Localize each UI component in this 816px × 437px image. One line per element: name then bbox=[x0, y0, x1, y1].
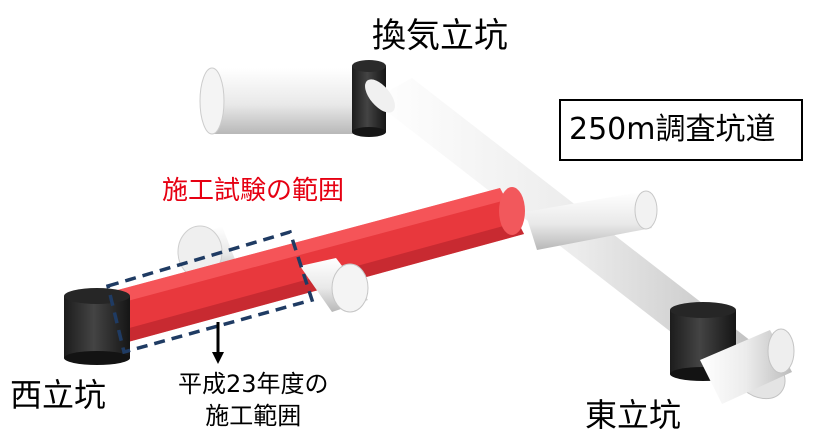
east-shaft-label: 東立坑 bbox=[585, 396, 682, 434]
east-shaft bbox=[670, 302, 795, 404]
fy23-scope-box bbox=[105, 229, 315, 355]
fy23-scope-label-line2: 施工範囲 bbox=[205, 402, 302, 430]
gallery-stub-west-front bbox=[300, 258, 369, 313]
west-shaft-label: 西立坑 bbox=[10, 376, 107, 414]
gallery-250m-label: 250m調査坑道 bbox=[569, 112, 776, 147]
gallery-stub-north bbox=[199, 67, 372, 135]
ventilation-shaft-label: 換気立坑 bbox=[372, 16, 508, 56]
fy23-scope-label: 平成23年度の 施工範囲 bbox=[178, 368, 329, 432]
west-shaft bbox=[64, 288, 130, 365]
fy23-arrow bbox=[212, 322, 224, 364]
fy23-scope-label-line1: 平成23年度の bbox=[178, 370, 329, 398]
construction-test-scope-label: 施工試験の範囲 bbox=[162, 176, 345, 206]
gallery-stub-east bbox=[525, 190, 658, 250]
ventilation-shaft bbox=[352, 60, 395, 137]
gallery-250m-label-box: 250m調査坑道 bbox=[559, 99, 803, 161]
